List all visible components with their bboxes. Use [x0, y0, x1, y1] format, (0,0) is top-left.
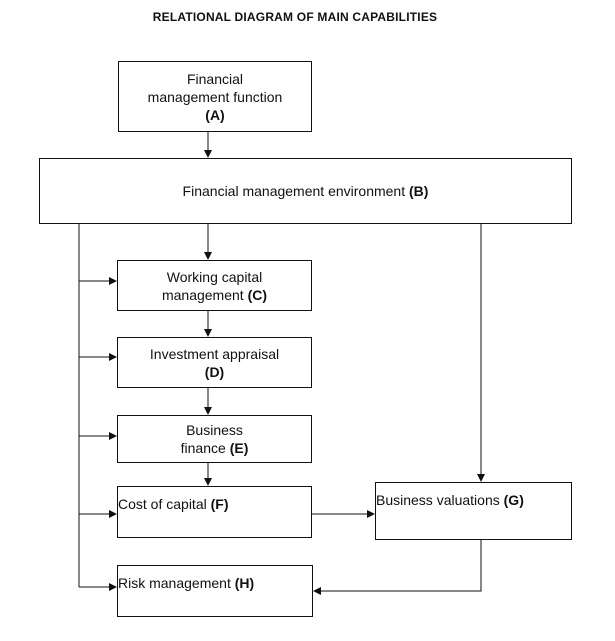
node-b-code: (B)	[409, 183, 429, 199]
node-financial-management-function: Financial management function (A)	[118, 61, 312, 132]
node-working-capital-management: Working capital management (C)	[117, 260, 312, 311]
node-a-code: (A)	[205, 106, 225, 123]
node-risk-management: Risk management (H)	[117, 565, 313, 617]
node-e-code: (E)	[229, 440, 249, 456]
node-e-line2-wrap: finance (E)	[181, 439, 249, 457]
node-business-finance: Business finance (E)	[117, 415, 312, 463]
node-f-code: (F)	[210, 496, 229, 512]
node-g-label: Business valuations	[376, 492, 500, 508]
node-business-valuations: Business valuations (G)	[375, 482, 572, 540]
node-c-line2: management	[161, 286, 244, 303]
diagram-title: RELATIONAL DIAGRAM OF MAIN CAPABILITIES	[152, 10, 438, 24]
arrow-g-to-h	[313, 540, 482, 595]
node-g-code: (G)	[503, 492, 524, 508]
node-d-code: (D)	[204, 363, 225, 380]
node-c-line1: Working capital	[166, 268, 263, 285]
node-c-code: (C)	[247, 286, 268, 303]
node-b-label: Financial management environment	[182, 183, 406, 199]
node-e-line2: finance	[180, 440, 226, 456]
node-cost-of-capital: Cost of capital (F)	[117, 486, 312, 538]
node-h-label: Risk management	[118, 575, 231, 591]
node-h-code: (H)	[234, 575, 255, 591]
node-financial-management-environment: Financial management environment (B)	[39, 158, 572, 224]
node-d-line1: Investment appraisal	[149, 345, 280, 362]
node-a-line2: management function	[147, 88, 283, 105]
node-c-line2-wrap: management (C)	[162, 286, 267, 304]
node-e-line1: Business	[186, 422, 243, 438]
node-a-line1: Financial	[186, 70, 244, 87]
node-f-label: Cost of capital	[118, 496, 207, 512]
node-investment-appraisal: Investment appraisal (D)	[117, 337, 312, 388]
